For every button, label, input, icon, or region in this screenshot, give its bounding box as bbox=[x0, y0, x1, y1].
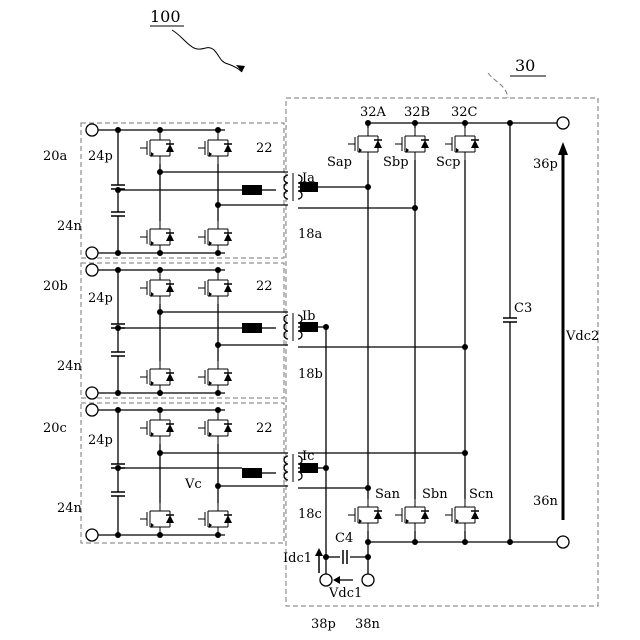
terminal-38n bbox=[362, 574, 374, 586]
label-36n: 36n bbox=[533, 494, 559, 509]
label-30: 30 bbox=[515, 56, 535, 75]
label-idc1: Idc1 bbox=[283, 551, 312, 566]
label-sbp: Sbp bbox=[383, 155, 409, 170]
label-20c: 20c bbox=[43, 421, 67, 436]
label-24n-c: 24n bbox=[57, 501, 83, 516]
label-24p-b: 24p bbox=[88, 291, 113, 306]
label-18c: 18c bbox=[298, 507, 322, 522]
terminal-36n bbox=[557, 536, 569, 548]
label-24n-a: 24n bbox=[57, 219, 83, 234]
label-24p-a: 24p bbox=[88, 149, 113, 164]
label-sbn: Sbn bbox=[422, 487, 448, 502]
inductor-b bbox=[242, 323, 262, 333]
label-22-a: 22 bbox=[256, 141, 273, 156]
label-32a: 32A bbox=[360, 105, 387, 120]
label-ib: Ib bbox=[302, 309, 315, 324]
converter-30 bbox=[298, 117, 569, 586]
label-vc: Vc bbox=[184, 477, 202, 492]
label-c4: C4 bbox=[335, 531, 353, 546]
terminal-36p bbox=[557, 117, 569, 129]
terminal-24n-b bbox=[86, 387, 98, 399]
terminal-24n-a bbox=[86, 247, 98, 259]
label-ic: Ic bbox=[302, 449, 314, 464]
label-sap: Sap bbox=[327, 155, 352, 170]
converter-30-box bbox=[286, 98, 598, 606]
terminal-24p-b bbox=[86, 264, 98, 276]
label-100: 100 bbox=[150, 7, 181, 26]
label-scp: Scp bbox=[436, 155, 461, 170]
label-ia: Ia bbox=[302, 171, 315, 186]
terminal-24p-c bbox=[86, 404, 98, 416]
label-38n: 38n bbox=[355, 617, 381, 632]
label-32c: 32C bbox=[451, 105, 478, 120]
leader-100 bbox=[172, 30, 242, 72]
terminal-38p bbox=[320, 574, 332, 586]
label-scn: Scn bbox=[469, 487, 494, 502]
label-18b: 18b bbox=[298, 367, 323, 382]
label-22-b: 22 bbox=[256, 279, 273, 294]
label-vdc1: Vdc1 bbox=[328, 586, 362, 601]
label-c3: C3 bbox=[514, 301, 532, 316]
label-18a: 18a bbox=[298, 227, 323, 242]
label-36p: 36p bbox=[533, 157, 558, 172]
terminal-24p-a bbox=[86, 124, 98, 136]
inductor-c bbox=[242, 468, 262, 478]
label-24n-b: 24n bbox=[57, 359, 83, 374]
label-20a: 20a bbox=[43, 149, 68, 164]
label-38p: 38p bbox=[311, 617, 336, 632]
label-24p-c: 24p bbox=[88, 433, 113, 448]
label-32b: 32B bbox=[404, 105, 430, 120]
label-san: San bbox=[375, 487, 401, 502]
leader-30 bbox=[488, 73, 508, 98]
label-22-c: 22 bbox=[256, 421, 273, 436]
label-20b: 20b bbox=[43, 279, 68, 294]
label-vdc2: Vdc2 bbox=[565, 329, 599, 344]
secondary-inductor-c bbox=[300, 463, 318, 473]
inductor-a bbox=[242, 185, 262, 195]
terminal-24n-c bbox=[86, 529, 98, 541]
